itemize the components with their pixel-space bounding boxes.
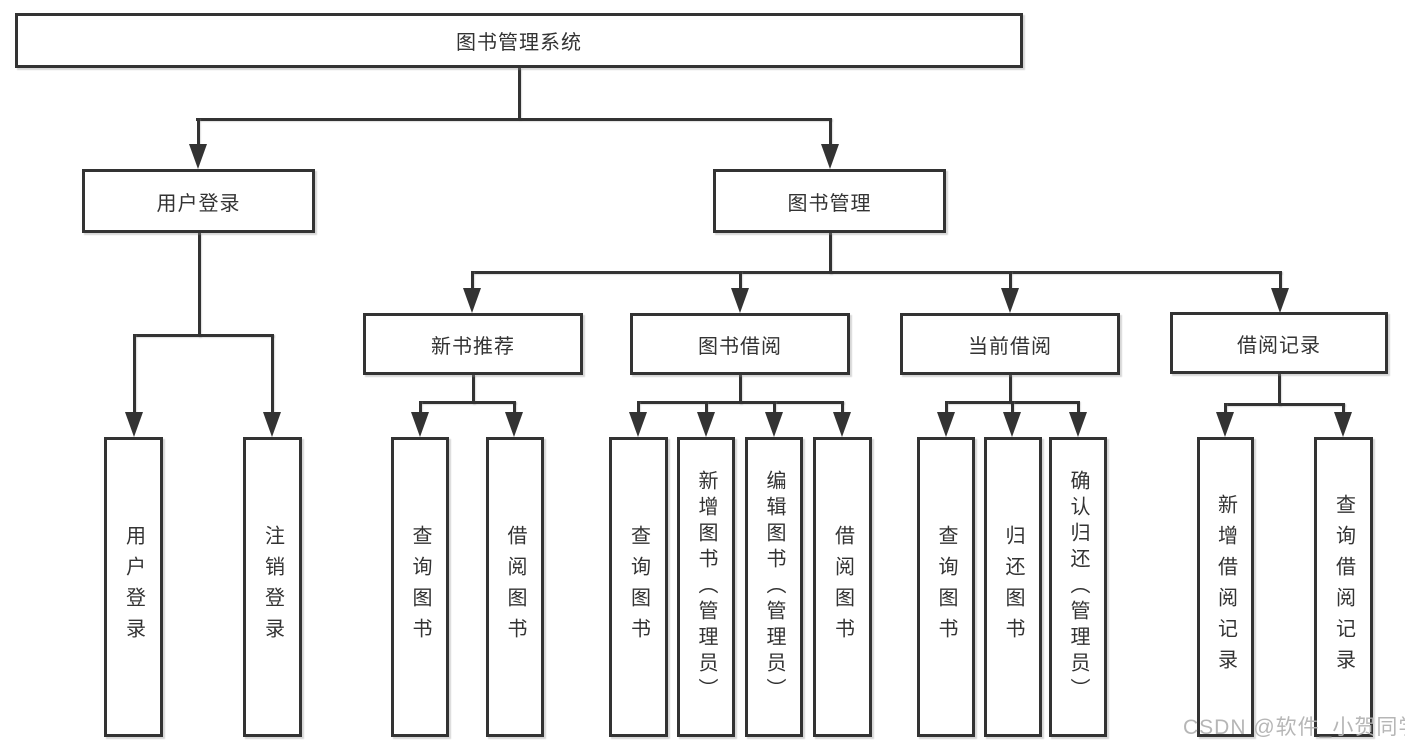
arrowhead-down-icon xyxy=(125,412,143,437)
leaf-current-query-books-label: 查询图书 xyxy=(935,525,957,649)
leaf-query-borrow-record: 查询借阅记录 xyxy=(1314,437,1373,737)
node-borrowing-records: 借阅记录 xyxy=(1170,312,1388,374)
arrowhead-down-icon xyxy=(731,288,749,313)
connector-rail xyxy=(1224,403,1345,406)
node-book-borrowing: 图书借阅 xyxy=(630,313,850,375)
connector-drop xyxy=(773,401,776,416)
connector-rail xyxy=(471,271,1282,274)
connector-drop xyxy=(739,271,742,292)
leaf-borrowing-borrow-books: 借阅图书 xyxy=(813,437,872,737)
connector-drop xyxy=(271,334,274,416)
connector-drop xyxy=(637,401,640,416)
arrowhead-down-icon xyxy=(697,412,715,437)
arrowhead-down-icon xyxy=(1334,412,1352,437)
connector-stem xyxy=(198,233,201,337)
leaf-confirm-return-admin-label: 确认归还（管理员） xyxy=(1067,470,1089,704)
node-current-borrowing-label: 当前借阅 xyxy=(968,335,1052,358)
leaf-add-borrow-record: 新增借阅记录 xyxy=(1197,437,1254,737)
leaf-borrowing-borrow-books-label: 借阅图书 xyxy=(831,525,854,649)
leaf-query-borrow-record-label: 查询借阅记录 xyxy=(1332,494,1355,680)
leaf-logout: 注销登录 xyxy=(243,437,302,737)
arrowhead-down-icon xyxy=(189,144,207,169)
connector-stem xyxy=(829,233,832,274)
connector-rail xyxy=(419,401,516,404)
arrowhead-down-icon xyxy=(1069,412,1087,437)
leaf-logout-label: 注销登录 xyxy=(261,525,284,649)
arrowhead-down-icon xyxy=(1271,288,1289,313)
leaf-user-login-label: 用户登录 xyxy=(122,525,145,649)
watermark: CSDN @软件_小贺同学 xyxy=(1183,716,1405,739)
leaf-return-books: 归还图书 xyxy=(984,437,1042,737)
connector-stem xyxy=(472,375,475,404)
arrowhead-down-icon xyxy=(821,144,839,169)
connector-drop xyxy=(705,401,708,416)
leaf-add-books-admin-label: 新增图书（管理员） xyxy=(695,470,717,704)
connector-drop xyxy=(1011,401,1014,416)
connector-rail xyxy=(637,401,844,404)
connector-rail xyxy=(196,118,832,121)
connector-stem xyxy=(739,375,742,404)
arrowhead-down-icon xyxy=(411,412,429,437)
node-current-borrowing: 当前借阅 xyxy=(900,313,1120,375)
leaf-add-books-admin: 新增图书（管理员） xyxy=(677,437,735,737)
arrowhead-down-icon xyxy=(629,412,647,437)
leaf-current-query-books: 查询图书 xyxy=(917,437,975,737)
arrowhead-down-icon xyxy=(263,412,281,437)
node-user-login-label: 用户登录 xyxy=(156,192,241,215)
connector-stem xyxy=(518,68,521,120)
connector-drop xyxy=(1279,271,1282,292)
arrowhead-down-icon xyxy=(1216,412,1234,437)
connector-drop xyxy=(133,334,136,416)
connector-drop xyxy=(829,118,832,148)
leaf-edit-books-admin: 编辑图书（管理员） xyxy=(745,437,803,737)
node-book-borrowing-label: 图书借阅 xyxy=(698,335,782,358)
connector-drop xyxy=(513,401,516,416)
leaf-user-login: 用户登录 xyxy=(104,437,163,737)
connector-drop xyxy=(471,271,474,292)
leaf-borrowing-query-books: 查询图书 xyxy=(609,437,668,737)
arrowhead-down-icon xyxy=(833,412,851,437)
node-new-book-recommend: 新书推荐 xyxy=(363,313,583,375)
connector-drop xyxy=(197,118,200,148)
leaf-confirm-return-admin: 确认归还（管理员） xyxy=(1049,437,1107,737)
connector-drop xyxy=(1009,271,1012,292)
leaf-recommend-query-books-label: 查询图书 xyxy=(409,525,431,649)
leaf-recommend-borrow-books-label: 借阅图书 xyxy=(504,525,526,649)
arrowhead-down-icon xyxy=(765,412,783,437)
node-new-book-recommend-label: 新书推荐 xyxy=(431,335,515,358)
connector-stem xyxy=(1009,375,1012,404)
leaf-recommend-query-books: 查询图书 xyxy=(391,437,449,737)
connector-drop xyxy=(419,401,422,416)
connector-drop xyxy=(1342,403,1345,416)
leaf-add-borrow-record-label: 新增借阅记录 xyxy=(1214,494,1237,680)
connector-stem xyxy=(1278,374,1281,406)
node-root-label: 图书管理系统 xyxy=(456,32,582,54)
connector-drop xyxy=(1224,403,1227,416)
node-book-management-label: 图书管理 xyxy=(787,192,872,215)
arrowhead-down-icon xyxy=(505,412,523,437)
node-root: 图书管理系统 xyxy=(15,13,1023,68)
leaf-borrowing-query-books-label: 查询图书 xyxy=(627,525,650,649)
node-book-management: 图书管理 xyxy=(713,169,946,233)
leaf-edit-books-admin-label: 编辑图书（管理员） xyxy=(763,470,785,704)
node-borrowing-records-label: 借阅记录 xyxy=(1237,334,1321,357)
connector-drop xyxy=(945,401,948,416)
arrowhead-down-icon xyxy=(1003,412,1021,437)
arrowhead-down-icon xyxy=(937,412,955,437)
connector-rail xyxy=(133,334,274,337)
arrowhead-down-icon xyxy=(463,288,481,313)
arrowhead-down-icon xyxy=(1001,288,1019,313)
leaf-recommend-borrow-books: 借阅图书 xyxy=(486,437,544,737)
node-user-login: 用户登录 xyxy=(82,169,315,233)
leaf-return-books-label: 归还图书 xyxy=(1002,525,1024,649)
connector-drop xyxy=(1077,401,1080,416)
connector-drop xyxy=(841,401,844,416)
